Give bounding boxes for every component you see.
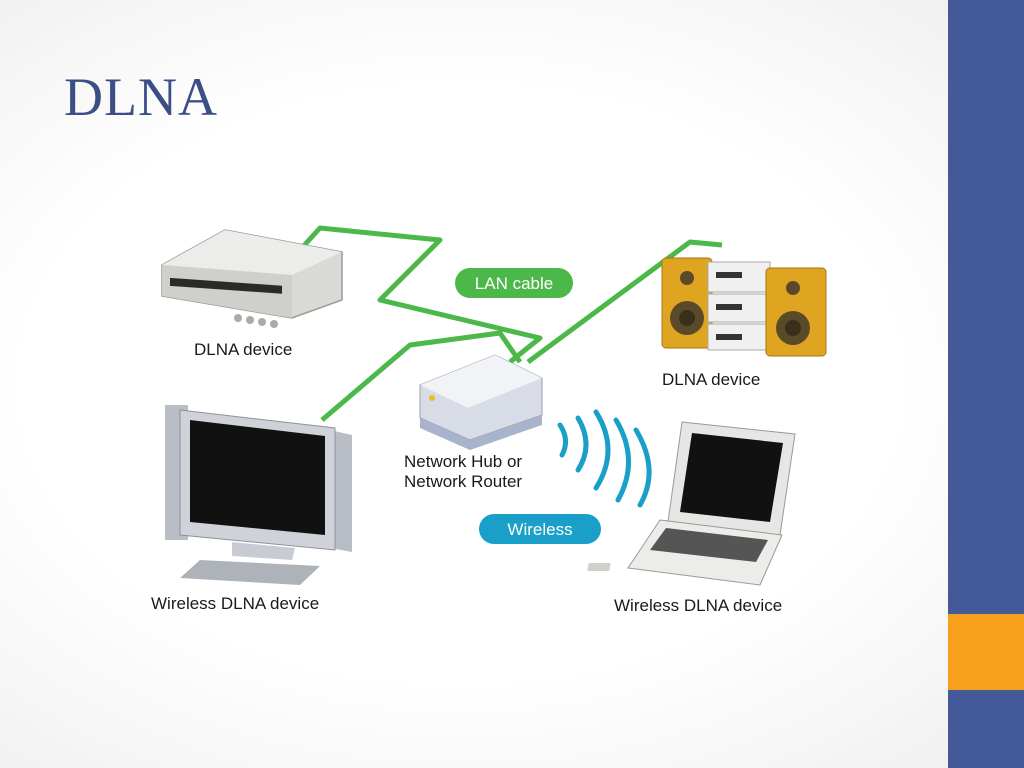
laptop-icon xyxy=(587,421,796,586)
lan-cable-badge: LAN cable xyxy=(455,268,573,298)
dlna-device-right-label: DLNA device xyxy=(662,370,760,389)
dlna-device-left-label: DLNA device xyxy=(194,340,292,359)
hub-label-line1: Network Hub or xyxy=(404,452,522,471)
wireless-label: Wireless xyxy=(507,520,572,539)
lan-cables xyxy=(298,225,723,422)
cable-to-set-top-box xyxy=(298,225,543,364)
wireless-waves-icon xyxy=(557,409,652,508)
stereo-system-icon xyxy=(661,257,827,357)
router-icon xyxy=(419,354,543,450)
dlna-network-diagram: LAN cable DLNA device DLNA device xyxy=(151,225,827,615)
set-top-box-icon xyxy=(161,229,343,328)
slide-title: DLNA xyxy=(64,67,218,127)
hub-label-line2: Network Router xyxy=(404,472,522,491)
sidebar-accent-block xyxy=(948,614,1024,690)
wireless-device-left-label: Wireless DLNA device xyxy=(151,594,319,613)
cable-to-stereo xyxy=(526,239,723,365)
wireless-device-right-label: Wireless DLNA device xyxy=(614,596,782,615)
monitor-icon xyxy=(165,405,352,585)
lan-cable-label: LAN cable xyxy=(475,274,553,293)
wireless-badge: Wireless xyxy=(479,514,601,544)
cable-to-monitor xyxy=(320,330,523,422)
